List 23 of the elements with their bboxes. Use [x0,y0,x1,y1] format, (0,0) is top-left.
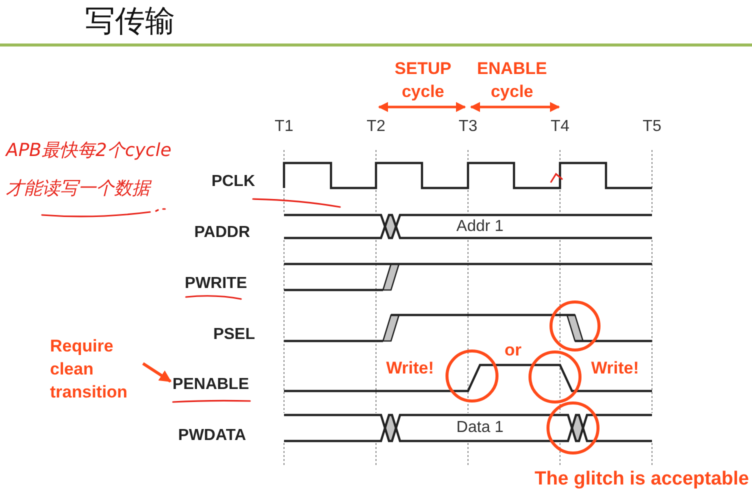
annotation-text: Require clean transition [50,334,140,404]
bus-value: Data 1 [456,418,504,438]
time-label: T2 [366,118,386,136]
signal-name: PENABLE [172,376,249,394]
signal-name: PWRITE [184,274,247,294]
signal-name: PWDATA [178,426,246,446]
time-label: T1 [274,118,294,136]
signal-name: PADDR [194,224,250,242]
arrow [142,362,172,383]
annotation-text: Write! [591,358,639,380]
annotation-text: or [504,340,522,362]
time-label: T4 [550,118,570,136]
annotation-text: Write! [386,358,434,380]
phase-label: SETUP cycle [394,58,452,103]
signal-name: PSEL [213,326,255,344]
handwritten-note: APB最快每2个cycle才能读写一个数据 [6,139,172,201]
time-label: T5 [642,118,662,136]
time-label: T3 [458,118,478,136]
signal-name: PCLK [211,172,255,192]
bus-value: Addr 1 [456,218,504,236]
phase-label: ENABLE cycle [476,58,548,103]
annotation-text: The glitch is acceptable [534,468,749,490]
slide-title: 写传输 [85,4,175,40]
